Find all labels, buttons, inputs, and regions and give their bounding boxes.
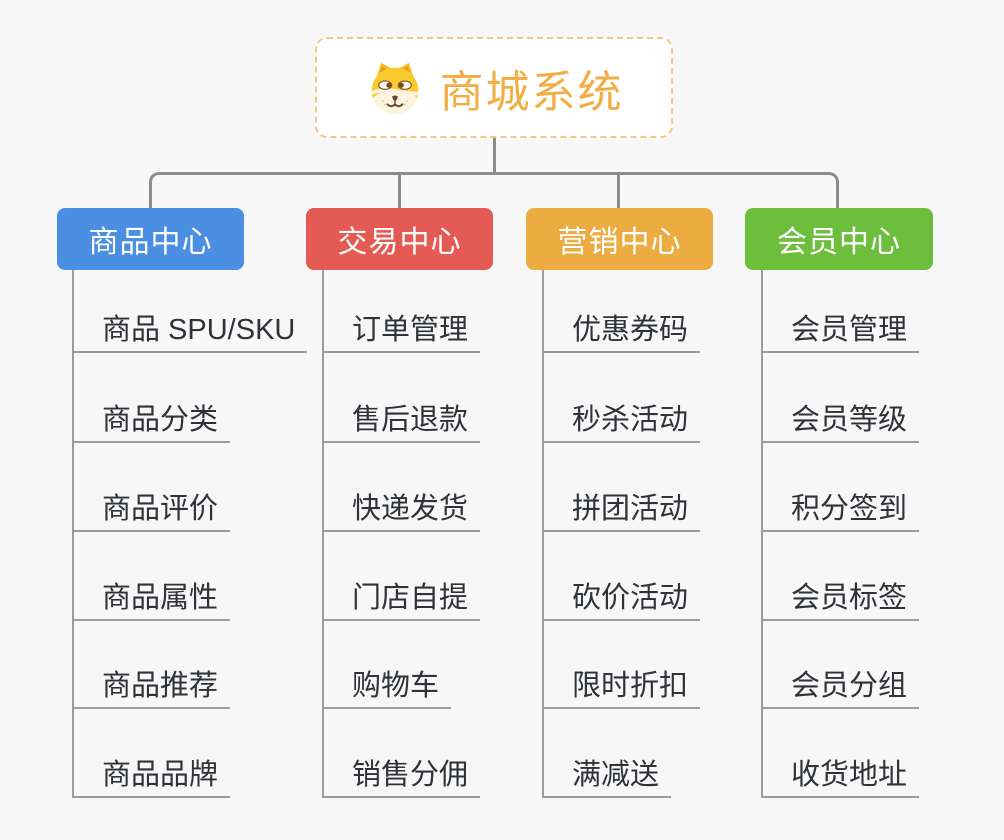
leaf-topic[interactable]: 商品推荐 bbox=[72, 669, 231, 709]
branch-spine bbox=[322, 270, 324, 798]
leaf-topic[interactable]: 拼团活动 bbox=[542, 492, 701, 532]
leaf-topic[interactable]: 收货地址 bbox=[761, 758, 920, 798]
branch-topic-marketing[interactable]: 营销中心 bbox=[526, 208, 713, 270]
doge-icon bbox=[371, 62, 418, 114]
leaf-topic[interactable]: 门店自提 bbox=[322, 581, 481, 621]
leaf-topic[interactable]: 会员标签 bbox=[761, 581, 920, 621]
leaf-topic[interactable]: 商品评价 bbox=[72, 492, 231, 532]
branch-topic-products[interactable]: 商品中心 bbox=[57, 208, 244, 270]
connector-branch-2-stub bbox=[398, 172, 401, 210]
leaf-topic[interactable]: 快递发货 bbox=[322, 492, 481, 532]
connector-root-stub bbox=[493, 138, 496, 172]
leaf-topic[interactable]: 商品分类 bbox=[72, 403, 231, 443]
branch-spine bbox=[72, 270, 74, 798]
branch-topic-label: 营销中心 bbox=[557, 226, 682, 259]
connector-branch-3-stub bbox=[617, 172, 620, 210]
branch-topic-trade[interactable]: 交易中心 bbox=[306, 208, 493, 270]
leaf-topic[interactable]: 积分签到 bbox=[761, 492, 920, 532]
leaf-topic[interactable]: 商品品牌 bbox=[72, 758, 231, 798]
root-topic[interactable]: 商城系统 bbox=[315, 37, 673, 138]
branch-topic-members[interactable]: 会员中心 bbox=[745, 208, 933, 270]
leaf-topic[interactable]: 商品属性 bbox=[72, 581, 231, 621]
leaf-topic[interactable]: 购物车 bbox=[322, 669, 452, 709]
leaf-topic[interactable]: 优惠券码 bbox=[542, 313, 701, 353]
branch-spine bbox=[542, 270, 544, 798]
branch-topic-label: 交易中心 bbox=[337, 226, 462, 259]
leaf-topic[interactable]: 会员管理 bbox=[761, 313, 920, 353]
leaf-topic[interactable]: 会员分组 bbox=[761, 669, 920, 709]
branch-topic-label: 商品中心 bbox=[88, 226, 213, 259]
leaf-topic[interactable]: 限时折扣 bbox=[542, 669, 701, 709]
leaf-topic[interactable]: 会员等级 bbox=[761, 403, 920, 443]
leaf-topic[interactable]: 满减送 bbox=[542, 758, 672, 798]
root-topic-label: 商城系统 bbox=[439, 67, 624, 117]
leaf-topic[interactable]: 砍价活动 bbox=[542, 581, 701, 621]
leaf-topic[interactable]: 商品 SPU/SKU bbox=[72, 313, 308, 353]
leaf-topic[interactable]: 秒杀活动 bbox=[542, 403, 701, 443]
leaf-topic[interactable]: 销售分佣 bbox=[322, 758, 481, 798]
leaf-topic[interactable]: 售后退款 bbox=[322, 403, 481, 443]
connector-rail bbox=[149, 172, 839, 210]
branch-topic-label: 会员中心 bbox=[777, 226, 901, 259]
leaf-topic[interactable]: 订单管理 bbox=[322, 313, 481, 353]
branch-spine bbox=[761, 270, 763, 798]
